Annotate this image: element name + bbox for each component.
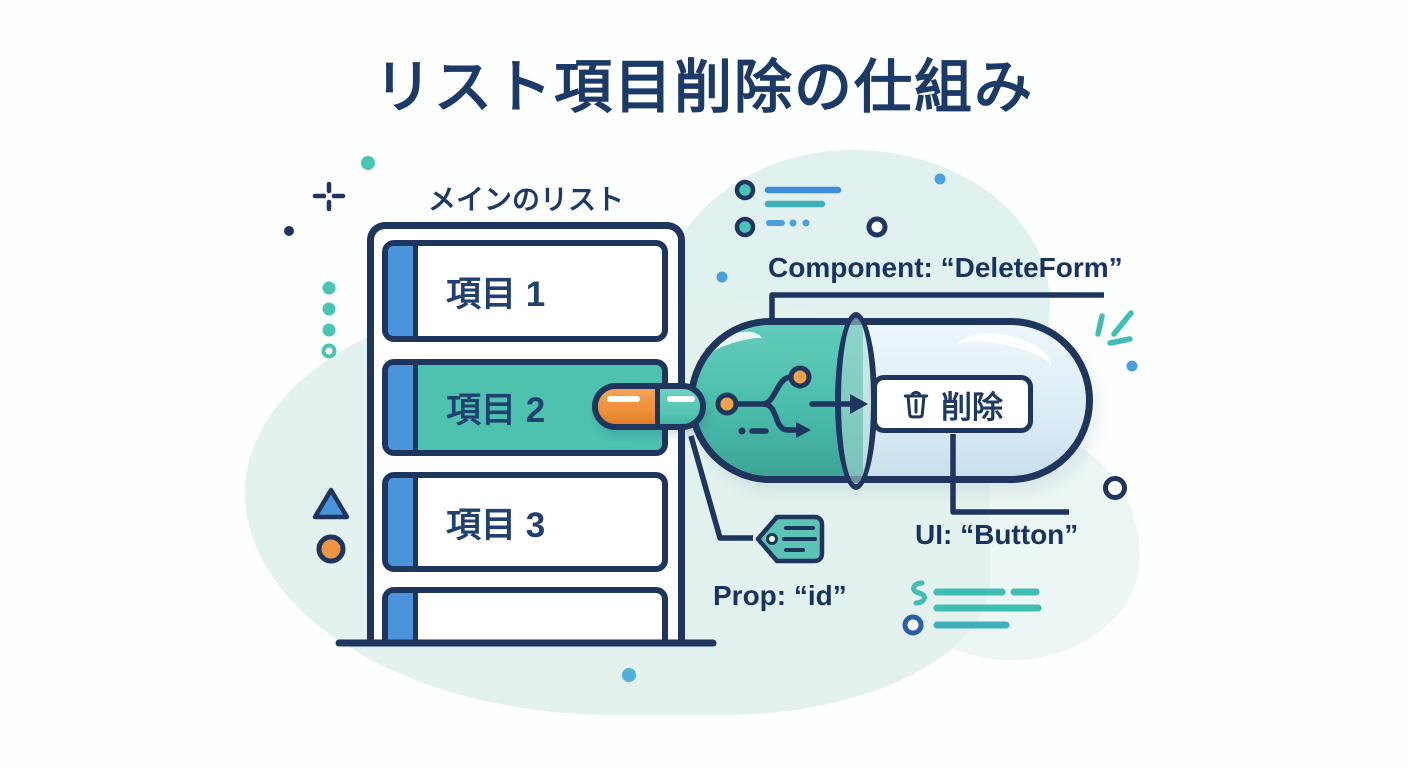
list-item: 項目 1 [382, 240, 668, 342]
item-handle-bar [388, 593, 418, 643]
sparkle-icon [1095, 310, 1134, 346]
list-item [382, 587, 668, 643]
item-handle-bar [388, 246, 418, 336]
pill-icon [592, 383, 706, 430]
trash-icon [903, 390, 929, 419]
page-title: リスト項目削除の仕組み [373, 55, 1034, 120]
item-handle-bar [388, 478, 418, 566]
pill-teal-half [655, 389, 700, 424]
ui-annotation: UI: “Button” [915, 519, 1079, 550]
plus-sparkle-icon [312, 181, 346, 212]
dot-decor [1126, 360, 1138, 372]
list-item-label: 項目 2 [446, 391, 546, 430]
list-item-label: 項目 3 [446, 505, 546, 545]
prop-annotation: Prop: “id” [713, 580, 847, 611]
pill-orange-half [598, 389, 655, 424]
delete-button-label: 削除 [941, 389, 1003, 425]
pill-highlight [607, 396, 640, 402]
dot-decor [284, 226, 294, 236]
component-annotation: Component: “DeleteForm” [768, 252, 1123, 283]
delete-button[interactable]: 削除 [872, 375, 1033, 433]
item-handle-bar [388, 365, 418, 450]
main-list: 項目 1 項目 2 項目 3 [367, 222, 685, 643]
list-item: 項目 3 [382, 472, 668, 572]
capsule-cross-section [835, 312, 877, 490]
dot-column-decor [321, 281, 337, 359]
pill-highlight [667, 396, 695, 402]
list-item-label: 項目 1 [446, 274, 546, 314]
dot-decor [361, 156, 375, 170]
list-title: メインのリスト [428, 184, 625, 215]
